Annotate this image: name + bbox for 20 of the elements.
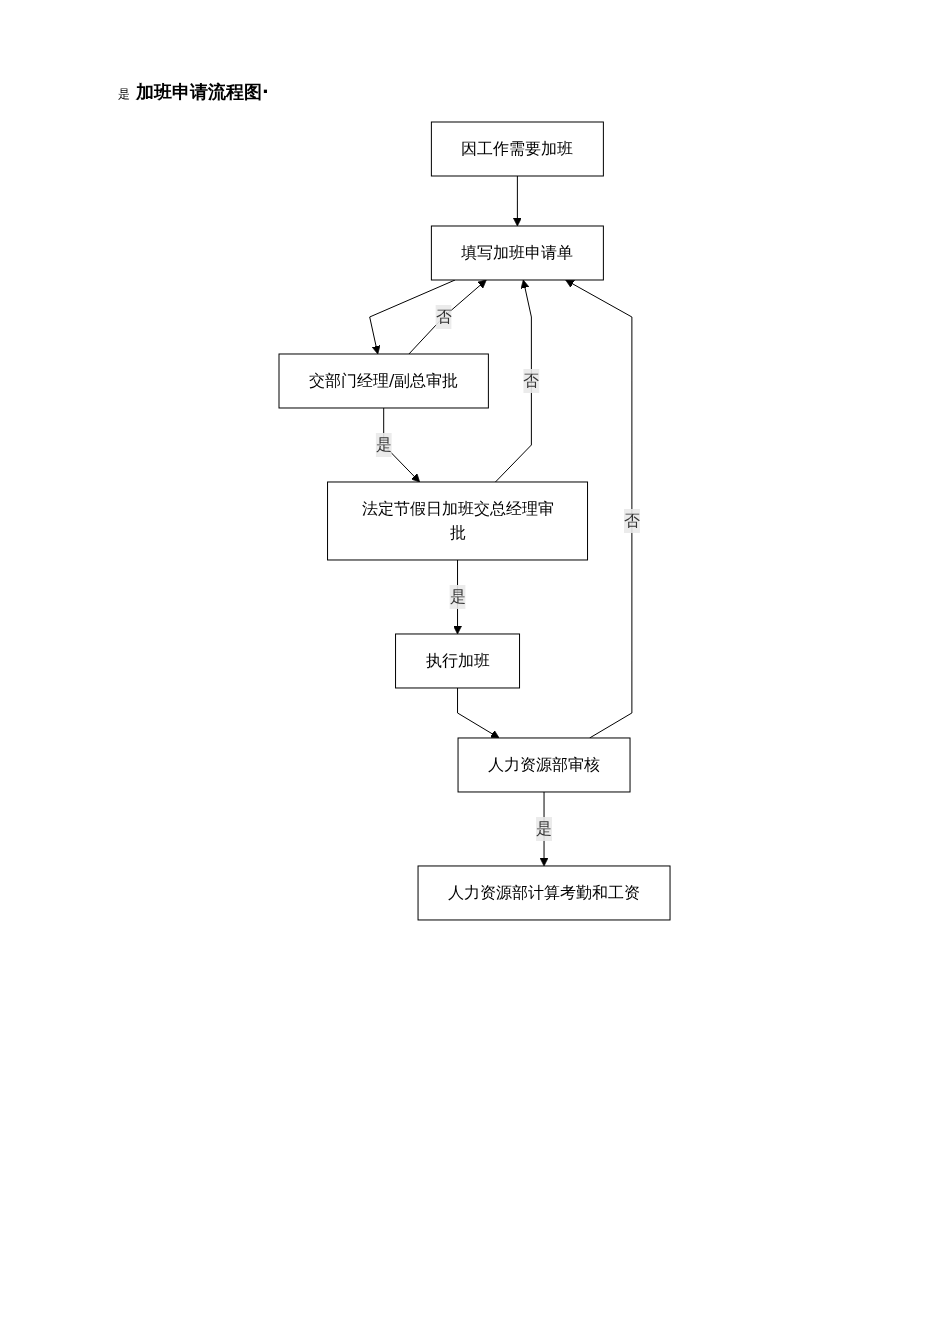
node-box: 因工作需要加班 (431, 121, 605, 177)
arrow (565, 279, 633, 739)
arrow (457, 687, 500, 739)
edge-label: 否 (523, 370, 540, 390)
diagram-title: 加班申请流程图· (136, 80, 269, 104)
node-box: 交部门经理/副总审批 (279, 353, 490, 409)
edge-label: 是 (450, 586, 467, 606)
note-label: 是 (118, 87, 130, 101)
edge-label: 是 (536, 818, 553, 838)
edge-label: 否 (624, 510, 641, 530)
node-box: 人力资源部审核 (458, 737, 631, 793)
node-box: 法定节假日加班交总经理审批 (327, 481, 589, 561)
arrow (495, 279, 533, 483)
node-box: 填写加班申请单 (431, 225, 605, 281)
arrow (408, 279, 488, 355)
edge-label: 否 (436, 306, 453, 326)
edge-label: 是 (376, 434, 393, 454)
arrow (513, 175, 523, 227)
node-box: 人力资源部计算考勤和工资 (418, 865, 671, 921)
node-box: 执行加班 (395, 633, 521, 689)
